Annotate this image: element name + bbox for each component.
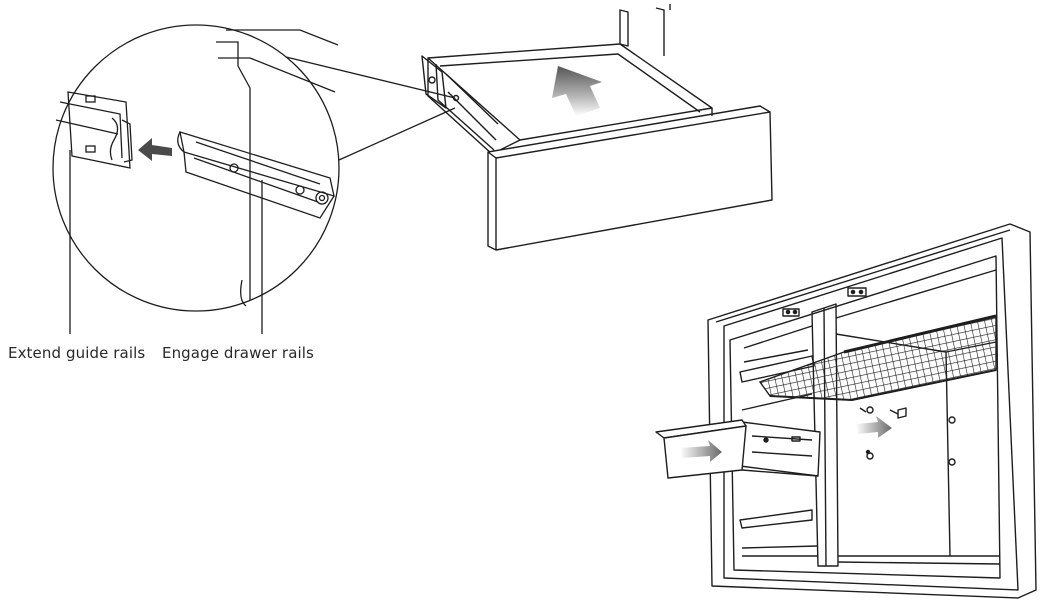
guide-rail — [55, 91, 133, 169]
arrow-right-icon — [680, 416, 892, 462]
label-engage-drawer-rails: Engage drawer rails — [162, 344, 314, 362]
cabinet — [707, 223, 1037, 599]
drawer-rail — [177, 131, 335, 219]
callout-line-bottom — [338, 107, 456, 161]
arrow-up-icon — [552, 66, 602, 116]
arrow-left-icon — [138, 138, 172, 161]
zoom-detail-circle — [52, 24, 456, 334]
callout-line-top — [285, 56, 456, 99]
label-extend-guide-rails: Extend guide rails — [8, 344, 146, 362]
drawer — [421, 4, 773, 251]
wire-shelf — [758, 314, 997, 415]
